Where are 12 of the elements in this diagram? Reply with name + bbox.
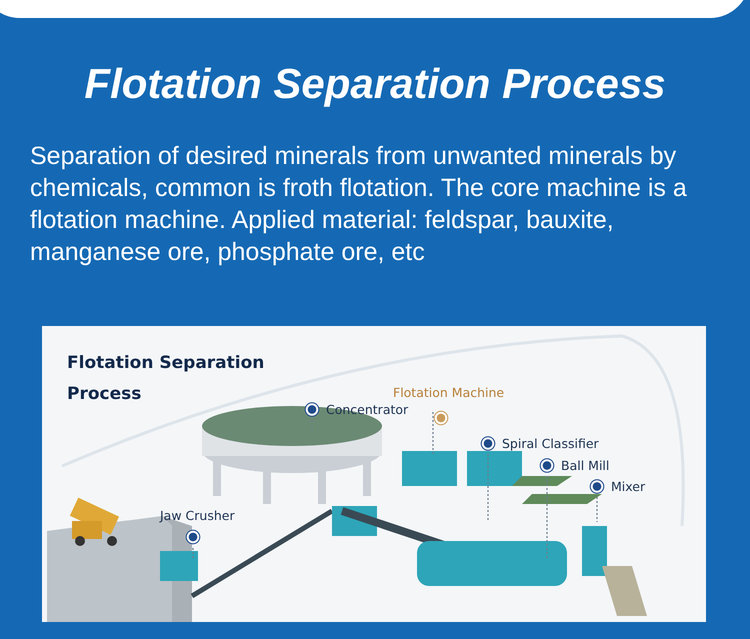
page-title: Flotation Separation Process (83, 60, 667, 108)
leader-line (432, 412, 434, 455)
callout-label: Jaw Crusher (160, 508, 235, 545)
callout-label: Spiral Classifier (478, 436, 599, 451)
description-paragraph: Separation of desired minerals from unwanted minerals by chemicals, common is froth flotation. The core machine is a flotation machine. Applied material: feldspar, bauxite, manganese ore, phosphate ore, etc (30, 141, 688, 268)
callout-label: Ball Mill (537, 458, 610, 473)
leader-line (596, 497, 598, 522)
callout-label: Mixer (587, 479, 646, 494)
leader-line (546, 476, 548, 560)
leader-line (487, 454, 489, 520)
leader-line (192, 548, 194, 558)
panel-heading: Flotation Separation Process (67, 352, 266, 406)
